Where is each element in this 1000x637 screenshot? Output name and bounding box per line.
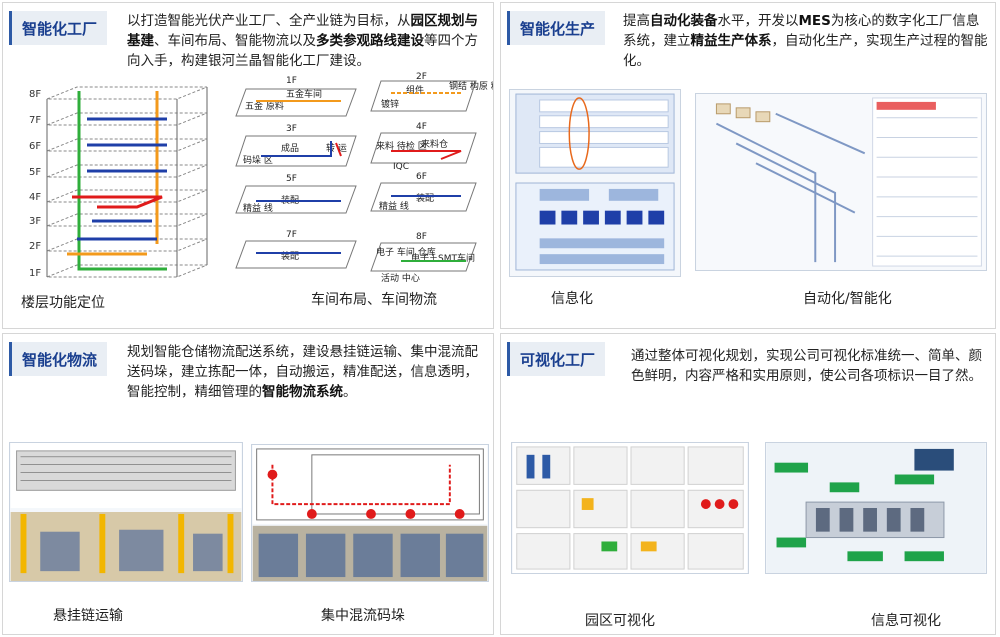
panel-smart-factory: 智能化工厂 以打造智能光伏产业工厂、全产业链为目标，从园区规划与基建、车间布局、… [2, 2, 494, 329]
svg-text:6F: 6F [416, 172, 427, 182]
panel-description: 规划智能仓储物流配送系统，建设悬挂链运输、集中混流配送码垛，建立拣配一体，自动搬… [127, 344, 478, 400]
svg-text:4F: 4F [29, 192, 41, 203]
svg-text:装配: 装配 [416, 192, 434, 204]
floor-function-diagram: 8F 7F 6F 5F 4F 3F 2F 1F [29, 86, 208, 279]
mixed-palletizing-image [251, 444, 489, 582]
svg-text:活动 中心: 活动 中心 [381, 272, 420, 284]
panel-visual-factory: 可视化工厂 通过整体可视化规划，实现公司可视化标准统一、简单、颜色鲜明，内容严格… [500, 333, 996, 635]
svg-text:组件: 组件 [406, 84, 424, 96]
caption-workshop-layout: 车间布局、车间物流 [311, 292, 437, 308]
svg-text:1F: 1F [286, 76, 297, 86]
panel-smart-logistics: 智能化物流 规划智能仓储物流配送系统，建设悬挂链运输、集中混流配送码垛，建立拣配… [2, 333, 494, 635]
svg-text:来料仓: 来料仓 [421, 138, 448, 150]
svg-text:IQC: IQC [393, 162, 409, 172]
svg-text:5F: 5F [29, 167, 41, 178]
svg-text:7F: 7F [286, 230, 297, 240]
svg-text:7F: 7F [29, 115, 41, 126]
park-visualization-image [511, 442, 749, 574]
svg-text:3F: 3F [29, 216, 41, 227]
caption-mixed-palletizing: 集中混流码垛 [321, 608, 405, 624]
svg-text:1F: 1F [29, 268, 41, 279]
svg-text:成品: 成品 [281, 142, 299, 154]
workshop-layout-diagram: 1F 五金车间 五金 原料 2F 组件 钢结 构原 料 镀锌 3F 成品 码垛 … [235, 72, 493, 284]
panel-smart-production: 智能化生产 提高自动化装备水平，开发以MES为核心的数字化工厂信息系统，建立精益… [500, 2, 996, 329]
svg-text:电子＋SMT车间: 电子＋SMT车间 [411, 252, 475, 264]
svg-text:来料 待检 区: 来料 待检 区 [376, 140, 427, 152]
svg-text:码垛 区: 码垛 区 [243, 155, 273, 166]
information-visualization-image [765, 442, 987, 574]
svg-text:精益 线: 精益 线 [243, 202, 273, 214]
svg-text:8F: 8F [29, 89, 41, 100]
svg-text:5F: 5F [286, 174, 297, 184]
svg-text:精益 线: 精益 线 [379, 200, 409, 212]
caption-floor-function: 楼层功能定位 [21, 295, 105, 311]
caption-park-visualization: 园区可视化 [585, 613, 655, 629]
svg-text:装配: 装配 [281, 250, 299, 262]
caption-automation: 自动化/智能化 [803, 291, 892, 307]
panel-description: 提高自动化装备水平，开发以MES为核心的数字化工厂信息系统，建立精益生产体系，自… [623, 13, 988, 69]
panel-title: 可视化工厂 [507, 342, 606, 376]
svg-text:2F: 2F [416, 72, 427, 82]
svg-text:3F: 3F [286, 124, 297, 134]
panel-title: 智能化生产 [507, 11, 606, 45]
panel-description: 以打造智能光伏产业工厂、全产业链为目标，从园区规划与基建、车间布局、智能物流以及… [127, 13, 478, 69]
svg-text:钢结 构原 料: 钢结 构原 料 [449, 80, 493, 92]
caption-informatization: 信息化 [551, 291, 593, 307]
panel-title: 智能化工厂 [9, 11, 108, 45]
svg-text:6F: 6F [29, 141, 41, 152]
panel-description: 通过整体可视化规划，实现公司可视化标准统一、简单、颜色鲜明，内容严格和实用原则，… [631, 348, 982, 384]
svg-text:4F: 4F [416, 122, 427, 132]
svg-text:镀锌: 镀锌 [381, 98, 399, 110]
svg-text:8F: 8F [416, 232, 427, 242]
svg-text:五金车间: 五金车间 [286, 88, 322, 100]
svg-text:五金 原料: 五金 原料 [245, 100, 284, 112]
svg-text:2F: 2F [29, 241, 41, 252]
information-system-diagram [509, 89, 681, 277]
svg-text:电子 车间 仓库: 电子 车间 仓库 [376, 246, 436, 258]
automation-line-diagram [695, 93, 987, 271]
caption-info-visualization: 信息可视化 [871, 613, 941, 629]
overhead-conveyor-image [9, 442, 243, 582]
panel-title: 智能化物流 [9, 342, 108, 376]
caption-overhead-conveyor: 悬挂链运输 [53, 608, 123, 624]
